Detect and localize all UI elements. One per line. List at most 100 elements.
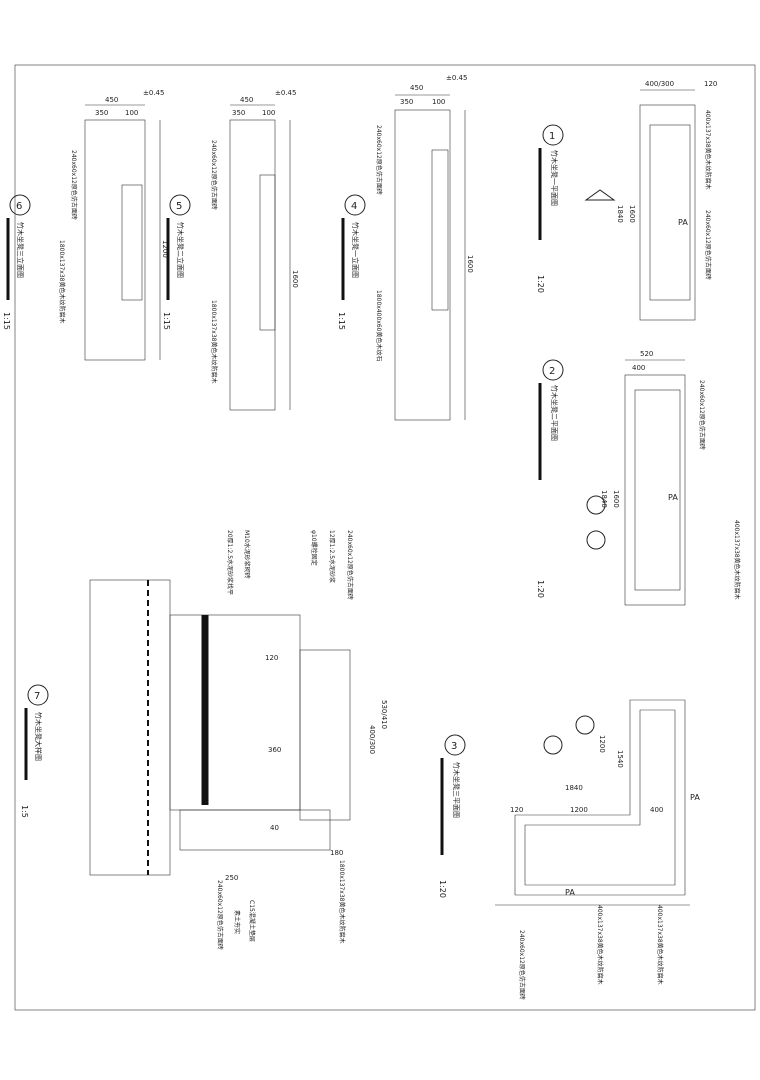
detail-4-marker [344, 194, 366, 216]
detail-7-dim-530-410: 530/410 [380, 700, 388, 729]
detail-5-dim-350: 350 [232, 109, 245, 117]
detail-7-note-8: C15混凝土垫层 [248, 900, 256, 942]
detail-5-marker [169, 194, 191, 216]
detail-6-elev: ±0.45 [143, 89, 164, 97]
detail-1-dim-120: 120 [704, 80, 717, 88]
detail-3-pa-b: PA [690, 793, 700, 802]
detail-7-note-2: 12厚1:2.5水泥砂浆 [328, 530, 336, 583]
detail-7-dim-180: 180 [330, 849, 343, 857]
detail-1-section-arrow [584, 189, 616, 201]
detail-5-dim-1600: 1600 [291, 270, 299, 288]
detail-2-pa: PA [668, 493, 678, 502]
detail-7-dim-360: 360 [268, 746, 281, 754]
detail-3-outline [514, 699, 686, 896]
detail-7-marker [27, 684, 49, 706]
detail-2-dim-1840: 1840 [600, 490, 608, 508]
detail-5-label: 竹木坐凳二立面图 [176, 222, 185, 278]
detail-7-note-6: 1800x137x38黄色木纹防腐木 [338, 860, 346, 943]
detail-2-outline [624, 374, 686, 606]
detail-1-dim-1840: 1840 [616, 205, 624, 223]
detail-7-ground [89, 579, 171, 876]
detail-2-scale: 1:20 [536, 580, 545, 598]
detail-6-note-2: 1800x137x38黄色木纹防腐木 [58, 240, 66, 323]
detail-3-id: 3 [451, 741, 457, 752]
detail-7-note-5: 20厚1:2.5水泥砂浆找平 [226, 530, 234, 595]
detail-7-section: 250 180 40 360 120 530/410 400/300 240x6… [20, 530, 388, 950]
detail-2-dim-520: 520 [640, 350, 653, 358]
detail-4-elev: ±0.45 [446, 74, 467, 82]
detail-7-label: 竹木坐凳大样图 [34, 712, 43, 761]
detail-3-section-mark-b [575, 715, 595, 735]
detail-7-note-4: M10水泥砂浆砌砖 [243, 530, 251, 579]
detail-7-note-9: 素土夯实 [233, 910, 241, 934]
sheet-frame [14, 64, 756, 1011]
detail-4-label: 竹木坐凳一立面图 [351, 222, 360, 278]
detail-3-label: 竹木坐凳三平面图 [452, 762, 461, 818]
detail-3-section-mark-a [543, 735, 563, 755]
detail-4-scale: 1:15 [337, 312, 346, 330]
detail-3-marker [444, 734, 466, 756]
detail-4-note-1: 240x60x12原色仿古面砖 [375, 125, 383, 195]
detail-7-note-3: φ10螺栓固定 [310, 530, 318, 566]
detail-5-note-1: 240x60x12原色仿古面砖 [210, 140, 218, 210]
detail-6-hatch [121, 184, 143, 301]
detail-7-dim-400-300: 400/300 [368, 725, 376, 754]
detail-3-inner [524, 709, 676, 886]
detail-2-note-1: 240x60x12原色仿古面砖 [698, 380, 706, 450]
detail-7-dim-40: 40 [270, 824, 279, 832]
detail-5-body [229, 119, 276, 411]
detail-6-dim-100: 100 [125, 109, 138, 117]
detail-4-dim-100: 100 [432, 98, 445, 106]
detail-2-note-2: 400x137x38黄色木纹防腐木 [733, 520, 741, 600]
detail-6-elevation: 450 350 100 ±0.45 1200 240x60x12原色仿古面砖 1… [2, 89, 169, 361]
detail-2-dim-400: 400 [632, 364, 645, 372]
detail-5-note-2: 1800x137x38黄色木纹防腐木 [210, 300, 218, 383]
detail-5-dim-100: 100 [262, 109, 275, 117]
detail-2-plan: 520 400 1840 1600 PA 240x60x12原色仿古面砖 400… [536, 350, 741, 606]
detail-3-dim-120: 120 [510, 806, 523, 814]
detail-5-id: 5 [176, 201, 182, 212]
detail-1-label: 竹木坐凳一平面图 [550, 150, 559, 206]
detail-1-note-1: 400x137x38黄色木纹防腐木 [704, 110, 712, 190]
detail-6-marker [9, 194, 31, 216]
detail-3-dim-1540: 1540 [616, 750, 624, 768]
detail-1-plan: 400/300 120 1840 1600 PA 400x137x38黄色木纹防… [536, 80, 717, 321]
detail-5-elevation: 450 350 100 ±0.45 1600 240x60x12原色仿古面砖 1… [162, 89, 299, 411]
detail-4-body [394, 109, 451, 421]
detail-6-note-1: 240x60x12原色仿古面砖 [70, 150, 78, 220]
detail-3-note-1: 400x137x38黄色木纹防腐木 [596, 905, 604, 985]
detail-7-dim-120: 120 [265, 654, 278, 662]
detail-1-scale: 1:20 [536, 275, 545, 293]
detail-6-body [84, 119, 146, 361]
detail-4-note-2: 1800x400x60黄色木纹石 [375, 290, 383, 361]
detail-5-scale: 1:15 [162, 312, 171, 330]
detail-1-dim-1600: 1600 [628, 205, 636, 223]
detail-6-dim-1200: 1200 [161, 240, 169, 258]
detail-3-note-2: 240x60x12原色仿古面砖 [518, 930, 526, 1000]
detail-3-plan: 120 1200 400 1840 1540 1200 PA PA 400x13… [438, 699, 700, 1000]
detail-5-hatch [259, 174, 276, 331]
detail-7-id: 7 [34, 691, 40, 702]
detail-2-inner [634, 389, 681, 591]
detail-3-dim-400: 400 [650, 806, 663, 814]
detail-7-note-7: 240x60x12原色仿古面砖 [216, 880, 224, 950]
detail-7-scale: 1:5 [20, 805, 29, 818]
detail-3-dim-1200: 1200 [570, 806, 588, 814]
detail-4-dim-450: 450 [410, 84, 423, 92]
detail-6-dim-450: 450 [105, 96, 118, 104]
detail-2-section-mark-b [586, 530, 606, 550]
detail-5-dim-450: 450 [240, 96, 253, 104]
detail-6-scale: 1:15 [2, 312, 11, 330]
detail-4-hatch [431, 149, 449, 311]
detail-7-base [169, 614, 301, 811]
detail-2-id: 2 [549, 366, 555, 377]
detail-3-dim-1840: 1840 [565, 784, 583, 792]
detail-4-dim-1600: 1600 [466, 255, 474, 273]
detail-7-dim-250: 250 [225, 874, 238, 882]
detail-7-timber [299, 649, 351, 821]
detail-1-outline [639, 104, 696, 321]
detail-7-note-1: 240x60x12原色仿古面砖 [346, 530, 354, 600]
detail-1-marker [542, 124, 564, 146]
